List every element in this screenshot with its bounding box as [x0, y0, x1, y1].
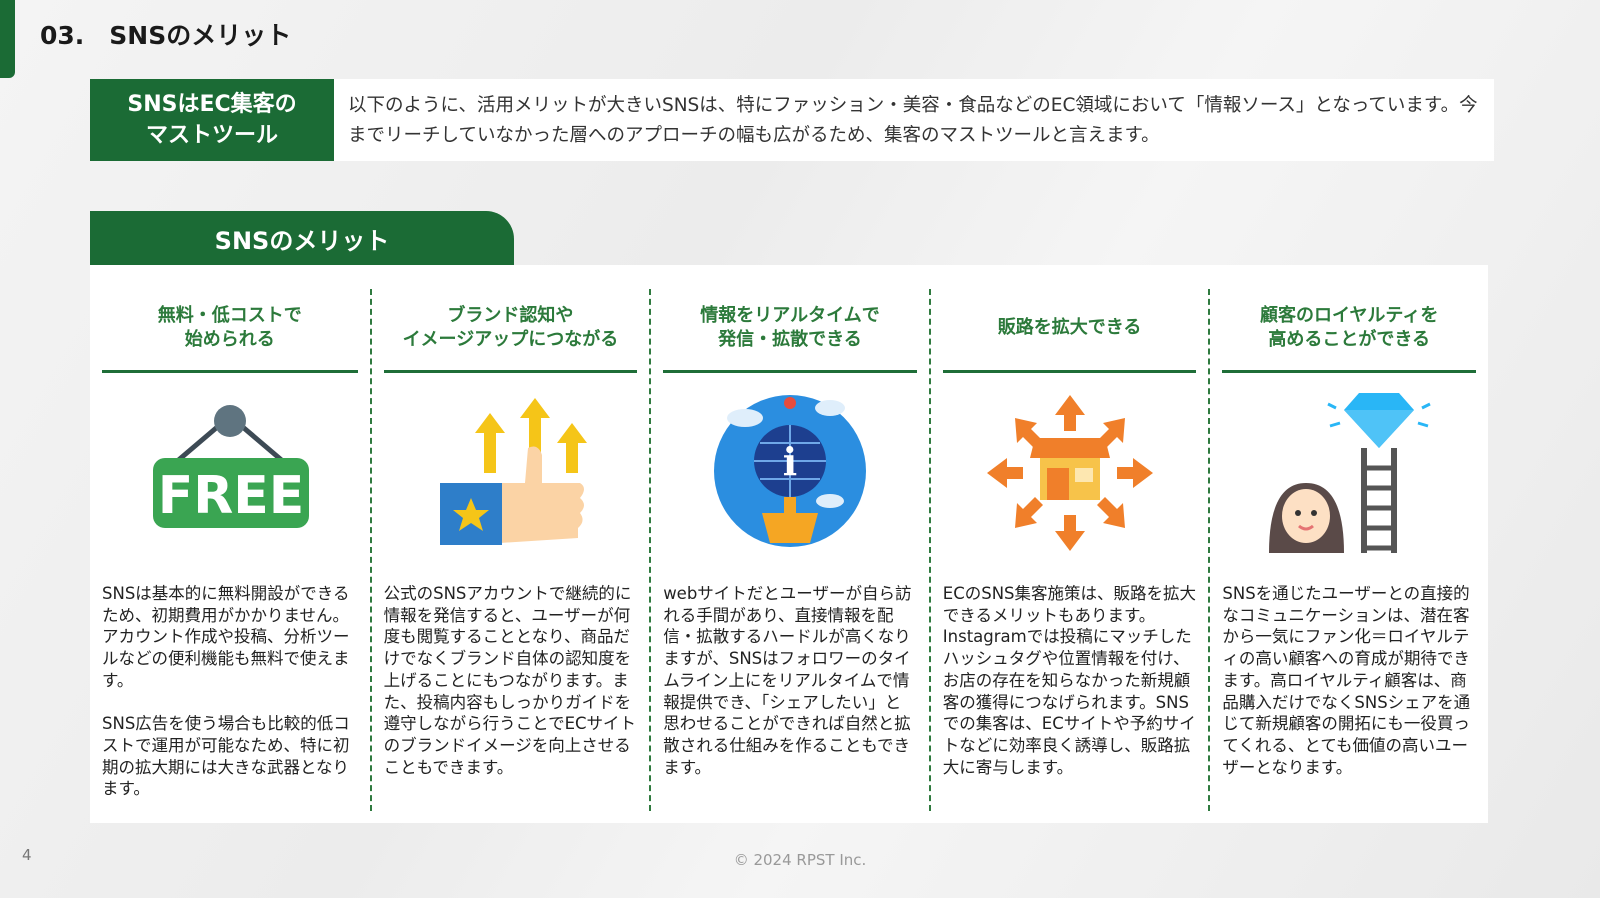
- diamond-ladder-icon: [1222, 373, 1476, 573]
- merit-body: 公式のSNSアカウントで継続的に情報を発信すると、ユーザーが何度も閲覧することと…: [383, 584, 637, 777]
- merit-column: ブランド認知や イメージアップにつながる 公式のSNSアカウントで継続的に情報を…: [369, 289, 650, 811]
- merit-heading: 顧客のロイヤルティを 高めることができる: [1222, 285, 1476, 373]
- section-tab: SNSのメリット: [90, 211, 514, 266]
- intro-label: SNSはEC集客の マストツール: [90, 79, 334, 161]
- merit-heading: ブランド認知や イメージアップにつながる: [383, 285, 638, 373]
- page-number: 4: [22, 846, 32, 864]
- copyright-footer: © 2024 RPST Inc.: [733, 851, 867, 869]
- merit-heading: 販路を拡大できる: [942, 285, 1197, 373]
- merits-panel: 無料・低コストで 始められる FREE SNSは基本的に無料開設ができるため、初…: [90, 265, 1488, 823]
- merit-body: SNSを通じたユーザーとの直接的なコミュニケーションは、潜在客から一気にファン化…: [1222, 584, 1471, 777]
- merit-body: ECのSNS集客施策は、販路を拡大できるメリットもあります。Instagramで…: [942, 584, 1197, 777]
- merit-column: 顧客のロイヤルティを 高めることができる SNSを通じたユーザーとの直接的なコミ…: [1208, 289, 1488, 811]
- merit-heading: 無料・低コストで 始められる: [102, 285, 358, 373]
- merit-column: 販路を拡大できる ECのSNS集客施策は、販路を拡大できるメリットもあります。I…: [928, 289, 1209, 811]
- merit-body: webサイトだとユーザーが自ら訪れる手間があり、直接情報を配信・拡散するハードル…: [663, 584, 912, 777]
- thumbs-up-arrows-icon: [384, 373, 638, 573]
- globe-info-icon: i: [663, 373, 917, 573]
- free-sign-icon: FREE: [102, 373, 358, 573]
- accent-bar: [0, 0, 15, 78]
- page-title: 03. SNSのメリット: [40, 21, 292, 50]
- merit-body: SNSは基本的に無料開設ができるため、初期費用がかかりません。アカウント作成や投…: [102, 584, 350, 799]
- merit-column: 無料・低コストで 始められる FREE SNSは基本的に無料開設ができるため、初…: [90, 289, 370, 811]
- store-expand-icon: [943, 373, 1197, 573]
- merit-column: 情報をリアルタイムで 発信・拡散できる i webサイトだとユーザーが自ら訪れる…: [649, 289, 929, 811]
- svg-text:i: i: [783, 439, 797, 484]
- intro-text: 以下のように、活用メリットが大きいSNSは、特にファッション・美容・食品などのE…: [334, 79, 1494, 161]
- merit-heading: 情報をリアルタイムで 発信・拡散できる: [663, 285, 917, 373]
- free-text: FREE: [157, 466, 304, 526]
